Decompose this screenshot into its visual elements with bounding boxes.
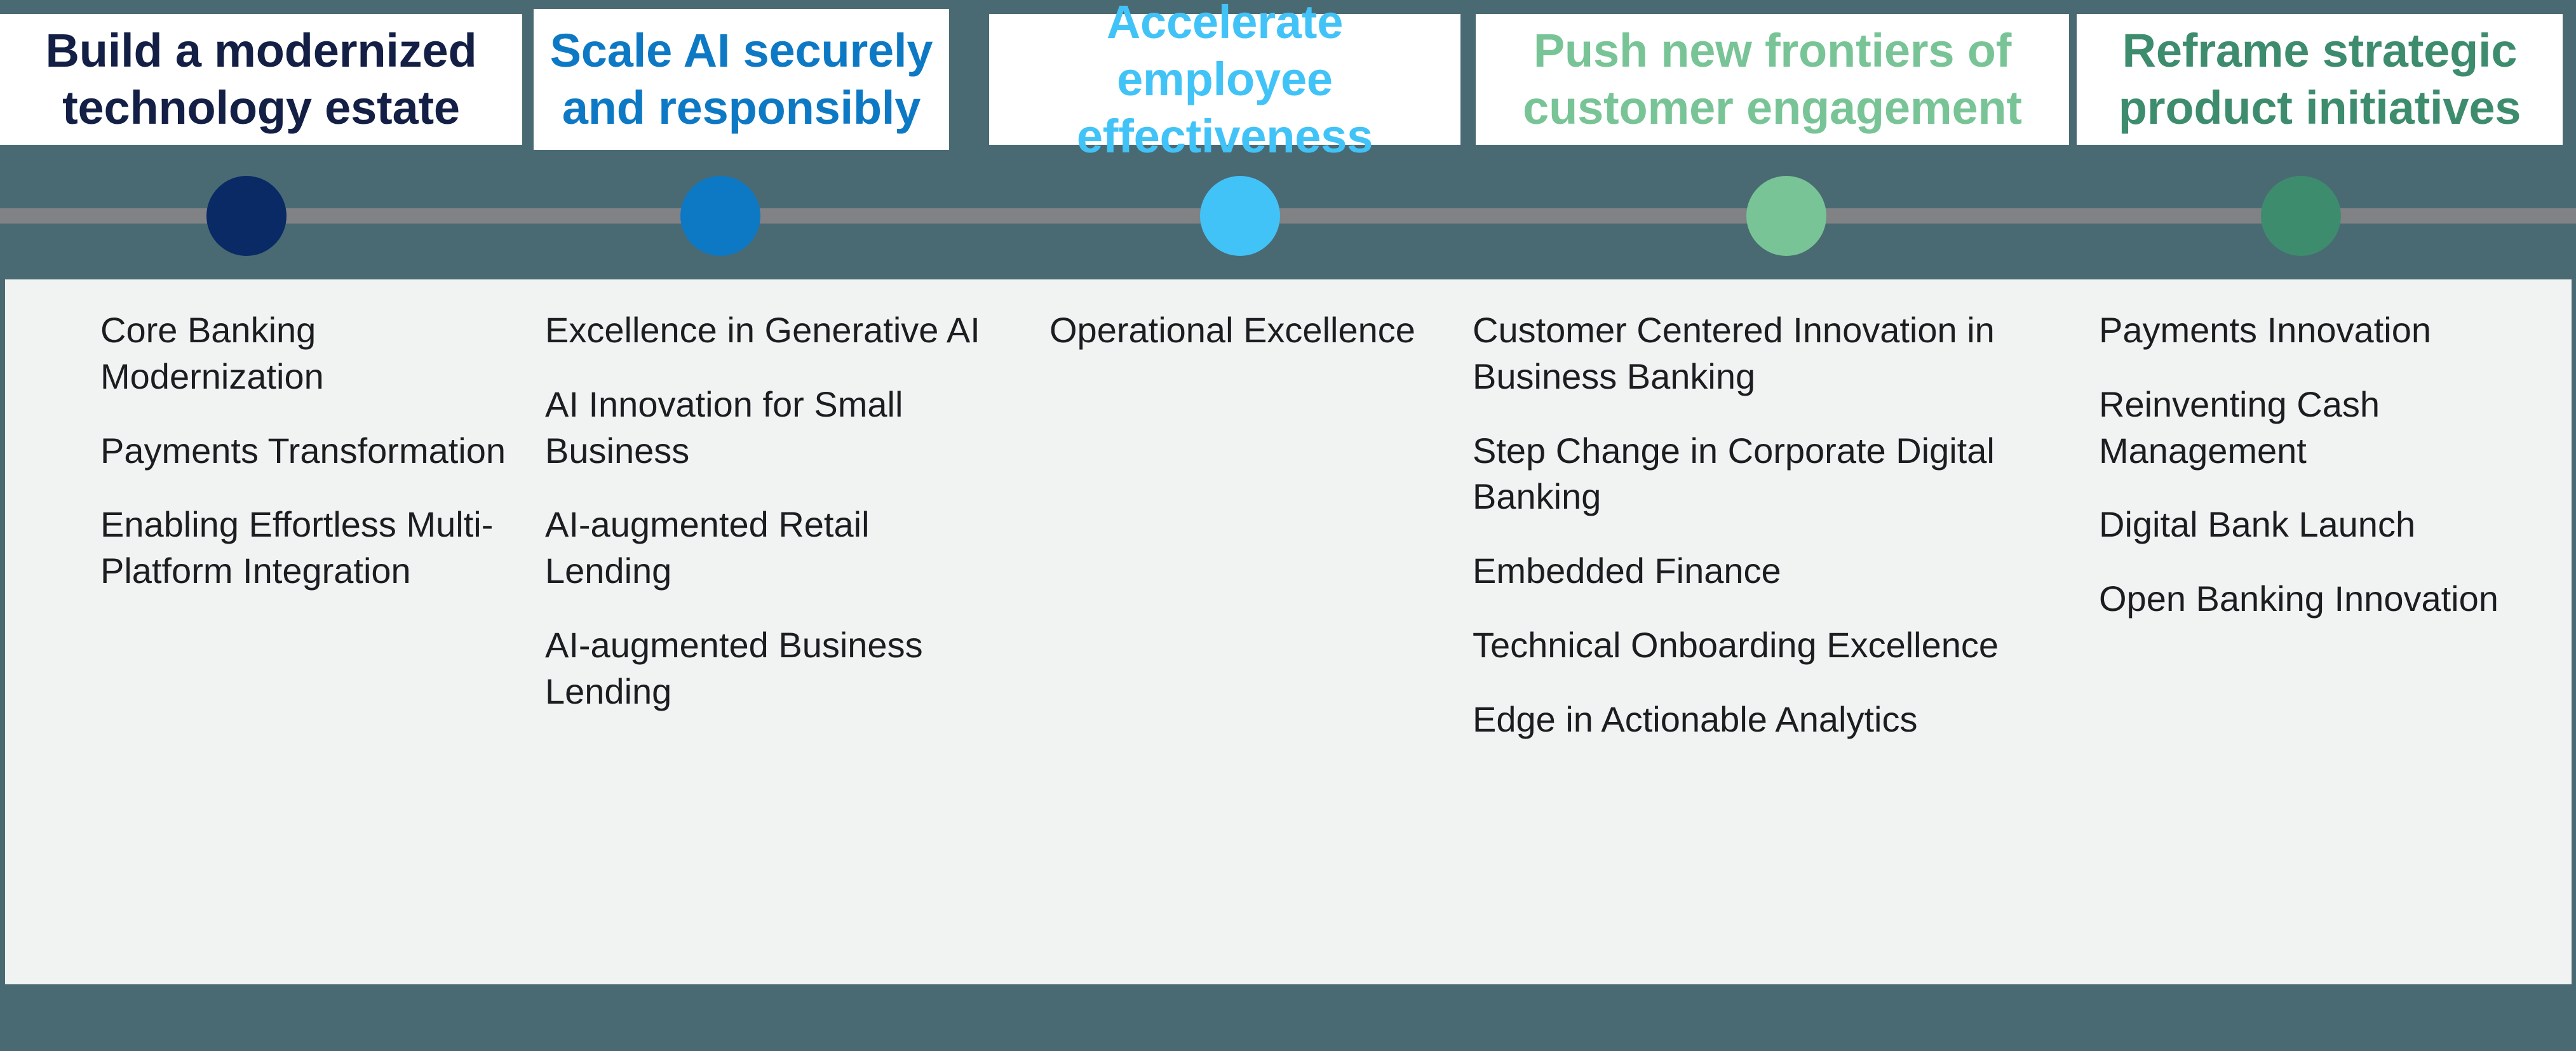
pillar-header-card-reframe-strategic-product-initiatives[interactable]: Reframe strategic product initiatives — [2077, 14, 2563, 145]
initiative-item[interactable]: Payments Innovation — [2099, 310, 2431, 350]
pillar-header-row: Build a modernized technology estate Sca… — [0, 0, 2576, 163]
initiatives-column-scale-ai-securely-and-responsibly: Excellence in Generative AI AI Innovatio… — [531, 279, 1020, 984]
timeline-dot-push-new-frontiers[interactable] — [1746, 176, 1826, 256]
initiative-item[interactable]: Step Change in Corporate Digital Banking — [1473, 430, 1995, 517]
initiatives-column-accelerate-employee-effectiveness: Operational Excellence — [1020, 279, 1446, 984]
timeline-dot-scale-ai-securely[interactable] — [680, 176, 760, 256]
initiatives-panel: Core Banking Modernization Payments Tran… — [5, 279, 2572, 984]
pillar-header-title: Build a modernized technology estate — [45, 23, 477, 134]
initiative-item[interactable]: Technical Onboarding Excellence — [1473, 624, 1999, 665]
pillar-header-title: Push new frontiers of customer engagemen… — [1523, 23, 2022, 134]
initiative-item[interactable]: AI-augmented Business Lending — [545, 624, 923, 711]
pillar-header-card-push-new-frontiers-of-customer-engagement[interactable]: Push new frontiers of customer engagemen… — [1476, 14, 2069, 145]
initiative-item[interactable]: Embedded Finance — [1473, 551, 1781, 591]
initiatives-column-reframe-strategic-product-initiatives: Payments Innovation Reinventing Cash Man… — [2043, 279, 2572, 984]
initiative-item[interactable]: AI-augmented Retail Lending — [545, 504, 870, 591]
initiative-item[interactable]: Core Banking Modernization — [100, 310, 324, 396]
timeline-dot-build-modernized-technology-estate[interactable] — [206, 176, 287, 256]
pillar-header-title: Reframe strategic product initiatives — [2118, 23, 2521, 134]
timeline-dot-reframe-strategic-product-initiatives[interactable] — [2261, 176, 2341, 256]
initiatives-column-push-new-frontiers-of-customer-engagement: Customer Centered Innovation in Business… — [1446, 279, 2043, 984]
initiative-item[interactable]: Edge in Actionable Analytics — [1473, 699, 1918, 739]
initiative-item[interactable]: AI Innovation for Small Business — [545, 384, 903, 471]
initiative-item[interactable]: Reinventing Cash Management — [2099, 384, 2380, 471]
initiative-item[interactable]: Operational Excellence — [1049, 310, 1415, 350]
timeline — [0, 159, 2576, 279]
pillar-header-card-build-modernized-technology-estate[interactable]: Build a modernized technology estate — [0, 14, 522, 145]
pillar-header-card-accelerate-employee-effectiveness[interactable]: Accelerate employee effectiveness — [989, 0, 1460, 163]
timeline-track — [0, 208, 2576, 224]
initiative-item[interactable]: Enabling Effortless Multi-Platform Integ… — [100, 504, 494, 591]
timeline-dot-accelerate-employee-effectiveness[interactable] — [1200, 176, 1280, 256]
initiative-item[interactable]: Open Banking Innovation — [2099, 579, 2498, 619]
pillar-header-title: Scale AI securely and responsibly — [550, 23, 933, 134]
initiative-item[interactable]: Excellence in Generative AI — [545, 310, 980, 350]
pillar-header-card-scale-ai-securely-and-responsibly[interactable]: Scale AI securely and responsibly — [534, 9, 949, 150]
initiatives-column-build-modernized-technology-estate: Core Banking Modernization Payments Tran… — [5, 279, 531, 984]
initiative-item[interactable]: Customer Centered Innovation in Business… — [1473, 310, 1995, 396]
initiative-item[interactable]: Payments Transformation — [100, 430, 506, 471]
pillar-header-title: Accelerate employee effectiveness — [1076, 0, 1373, 163]
initiative-item[interactable]: Digital Bank Launch — [2099, 504, 2416, 545]
